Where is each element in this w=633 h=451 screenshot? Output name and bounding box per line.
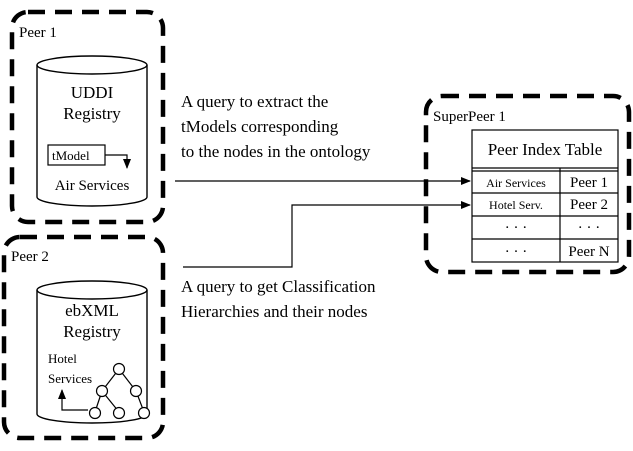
query-1-line2: tModels corresponding (181, 117, 339, 136)
tree-node-root (112, 362, 126, 376)
query-2-line1: A query to get Classification (181, 277, 376, 296)
table-cell-service: Hotel Serv. (489, 198, 543, 212)
tree-node-leaf-2 (112, 406, 126, 420)
uddi-registry-label-line1: UDDI (71, 83, 114, 102)
table-cell-peer: Peer N (568, 244, 609, 260)
hotel-services-label-line2: Services (48, 371, 92, 386)
peer-1-border (9, 9, 166, 225)
hotel-services-label-line1: Hotel (48, 351, 77, 366)
peer-2-border (1, 234, 166, 441)
table-cell-service: Air Services (486, 176, 546, 190)
peer-index-table (471, 129, 619, 263)
superpeer-1: SuperPeer 1 Peer Index Table Air Service… (423, 93, 632, 275)
uddi-registry-cylinder (36, 55, 148, 207)
table-cell-peer: Peer 2 (570, 197, 608, 213)
peer-2: Peer 2 ebXML Registry Hotel Services (1, 234, 166, 441)
ebxml-registry-label-line1: ebXML (65, 301, 119, 320)
superpeer-1-border (423, 93, 632, 275)
table-cell-service: · · · (505, 220, 528, 236)
tree-node-leaf-3 (137, 406, 151, 420)
uddi-registry-label-line2: Registry (63, 104, 121, 123)
classification-hierarchy-tree (88, 362, 151, 420)
query-2: A query to get Classification Hierarchie… (181, 201, 471, 321)
query-2-line2: Hierarchies and their nodes (181, 302, 367, 321)
tree-node-leaf-1 (88, 406, 102, 420)
table-cell-peer: Peer 1 (570, 175, 608, 191)
superpeer-1-title: SuperPeer 1 (433, 109, 506, 125)
air-services-label: Air Services (55, 178, 130, 194)
tmodel-label: tModel (52, 148, 90, 163)
tmodel-arrow (105, 154, 131, 169)
tree-node-left (95, 384, 109, 398)
table-cell-peer: · · · (578, 220, 601, 236)
query-2-arrow (183, 201, 471, 268)
query-1-line3: to the nodes in the ontology (181, 142, 371, 161)
hierarchy-arrow (58, 389, 88, 411)
ebxml-registry-label-line2: Registry (63, 322, 121, 341)
peer-1: Peer 1 UDDI Registry tModel Air Services (9, 9, 166, 225)
peer-index-table-title: Peer Index Table (488, 140, 603, 159)
query-1: A query to extract the tModels correspon… (175, 92, 471, 185)
peer-2-title: Peer 2 (11, 249, 49, 265)
tree-node-right (129, 384, 143, 398)
peer-1-title: Peer 1 (19, 25, 57, 41)
query-1-line1: A query to extract the (181, 92, 328, 111)
table-cell-service: · · · (505, 244, 528, 260)
